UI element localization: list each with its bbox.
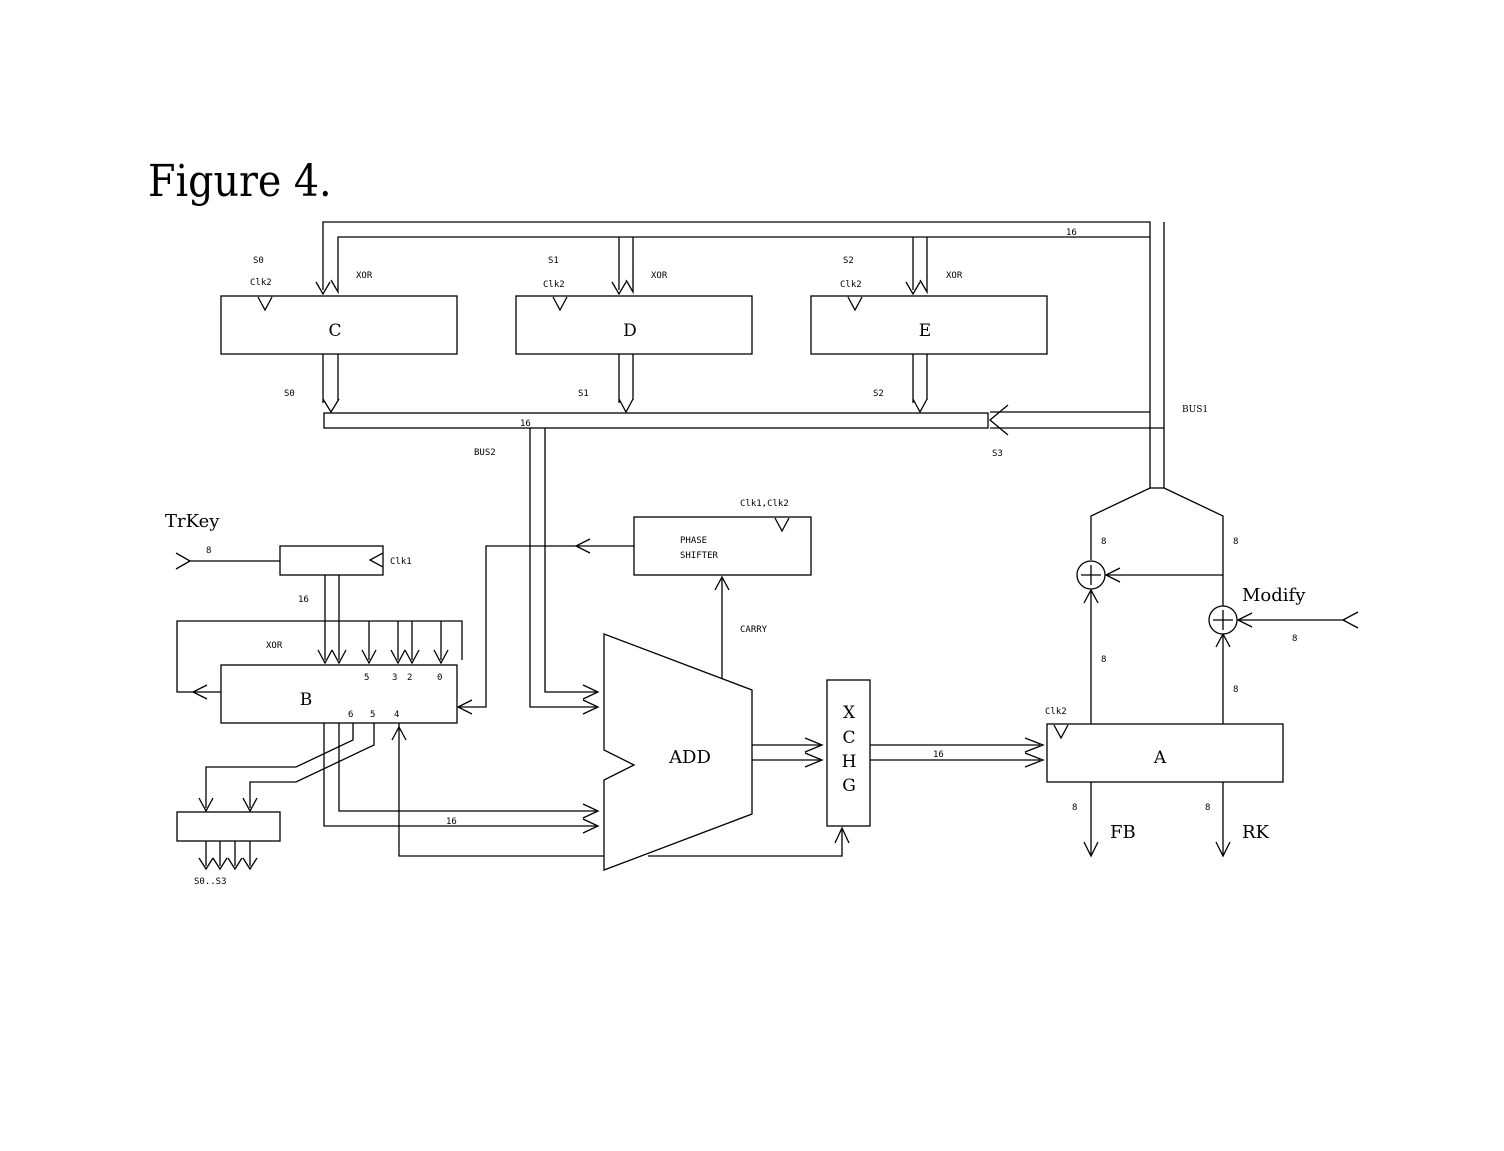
width-label: 8: [1101, 537, 1106, 547]
trkey-width-label: 8: [206, 546, 211, 556]
width-label: 8: [1233, 685, 1238, 695]
xchg-letter: X: [843, 703, 856, 723]
phase-shifter-clock-label: Clk1,Clk2: [740, 499, 789, 509]
clock-icon: [774, 517, 790, 533]
clock-icon: [552, 296, 568, 312]
phase-shifter-line1: PHASE: [680, 536, 707, 546]
register-e: [810, 295, 1048, 355]
clock-icon: [847, 296, 863, 312]
xchg-to-a-wires: [870, 737, 1045, 768]
c-xor-label: XOR: [356, 271, 373, 281]
width-label: 8: [1233, 537, 1238, 547]
b-bit-label: 6: [348, 710, 353, 720]
d-select-label: S1: [548, 256, 559, 266]
b-bit-label: 2: [407, 673, 412, 683]
decoder: [176, 811, 281, 842]
register-e-label: E: [919, 321, 931, 341]
clock-icon: [257, 296, 273, 312]
phase-shifter-line2: SHIFTER: [680, 551, 719, 561]
e-select-label: S2: [843, 256, 854, 266]
carry-label: CARRY: [740, 625, 768, 635]
d-clock-label: Clk2: [543, 280, 565, 290]
adder: [603, 633, 753, 871]
register-b: [220, 664, 458, 724]
register-d: [515, 295, 753, 355]
bus1-feedback-wires: [315, 221, 1165, 489]
trkey-input-label: TrKey: [165, 511, 220, 532]
register-a: [1046, 723, 1284, 783]
s3-label: S3: [992, 449, 1003, 459]
b-bit-label: 3: [392, 673, 397, 683]
b-bit-label: 4: [394, 710, 399, 720]
d-xor-label: XOR: [651, 271, 668, 281]
trkey-clock-label: Clk1: [390, 557, 412, 567]
bus1-width-label: 16: [1066, 228, 1077, 238]
b-bit-label: 5: [370, 710, 375, 720]
e-output-select-label: S2: [873, 389, 884, 399]
bus1-label: BUS1: [1182, 405, 1208, 415]
clock-icon: [368, 552, 384, 568]
c-clock-label: Clk2: [250, 278, 272, 288]
plus-icon: [1213, 610, 1233, 630]
modify-width-label: 8: [1292, 634, 1297, 644]
rk-output-label: RK: [1242, 822, 1270, 843]
phase-shifter: [633, 516, 812, 576]
xchg-block: [826, 679, 871, 827]
trkey-register: [279, 545, 384, 576]
c-output-select-label: S0: [284, 389, 295, 399]
xchg-letter: G: [842, 776, 856, 796]
b-bit-label: 0: [437, 673, 442, 683]
rk-width-label: 8: [1205, 803, 1210, 813]
bus2-to-add-wires: [529, 428, 600, 715]
s3-feedback-wires: [988, 404, 1164, 436]
bus2-width-label: 16: [520, 419, 531, 429]
register-b-label: B: [300, 690, 313, 710]
decoder-output-wires: [198, 841, 258, 871]
a-output-wires: [1083, 782, 1231, 858]
b-bit-label: 5: [364, 673, 369, 683]
b-output-wires: [198, 723, 604, 857]
adder-label: ADD: [668, 747, 711, 768]
width-label: 8: [1101, 655, 1106, 665]
trkey-wires: [175, 552, 347, 665]
bus2-label: BUS2: [474, 448, 496, 458]
xchg-letter: C: [842, 728, 855, 748]
a-feedback-wires: [1083, 487, 1359, 724]
decoder-output-label: S0..S3: [194, 877, 227, 887]
adder-to-xchg-wires: [648, 737, 850, 857]
register-d-label: D: [623, 321, 637, 341]
register-a-label: A: [1153, 748, 1167, 768]
a-clock-label: Clk2: [1045, 707, 1067, 717]
modify-input-label: Modify: [1242, 585, 1306, 606]
b-feedback-wires: [176, 620, 463, 700]
d-output-select-label: S1: [578, 389, 589, 399]
e-xor-label: XOR: [946, 271, 963, 281]
cde-output-wires: [322, 354, 928, 414]
b-xor-label: XOR: [266, 641, 283, 651]
register-c-label: C: [328, 321, 341, 341]
e-clock-label: Clk2: [840, 280, 862, 290]
b-to-add-width-label: 16: [446, 817, 457, 827]
xchg-width-label: 16: [933, 750, 944, 760]
fb-output-label: FB: [1110, 822, 1136, 843]
plus-icon: [1081, 565, 1101, 585]
xchg-letter: H: [842, 752, 857, 772]
phase-shifter-wires: [456, 538, 730, 715]
trkey-reg-width-label: 16: [298, 595, 309, 605]
register-c: [220, 295, 458, 355]
bus2-bar: [323, 412, 989, 429]
clock-icon: [1053, 724, 1069, 740]
figure-title: Figure 4.: [148, 156, 332, 207]
fb-width-label: 8: [1072, 803, 1077, 813]
c-select-label: S0: [253, 256, 264, 266]
